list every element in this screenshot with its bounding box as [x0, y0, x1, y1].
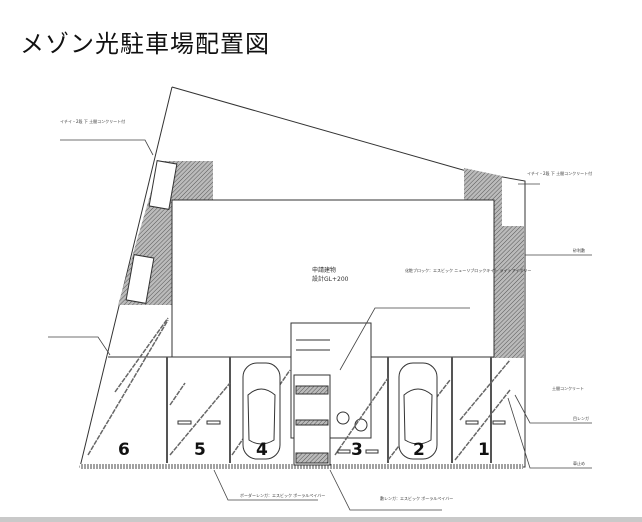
left-planter-2 [125, 254, 155, 304]
annotation-stopper: 車止め [573, 460, 585, 466]
page-title: メゾン光駐車場配置図 [20, 30, 270, 58]
annotation-top-left: イチイ・2段 下 土間コンクリート付 [60, 118, 125, 124]
annotation-gravel: 砂利敷 [573, 247, 585, 253]
annotation-top-right: イチイ・2段 下 土間コンクリート付 [527, 170, 592, 176]
bottom-divider [0, 517, 642, 522]
annotation-border-left: ボーダーレンガ：エスビック ポーラルペイバー [240, 492, 325, 498]
space-number-4: 4 [256, 440, 268, 460]
annotation-brick: 目レンガ [573, 415, 589, 421]
annotation-concrete: 土間コンクリート [552, 385, 584, 391]
annotation-border-right: 敷レンガ：エスビック ポーラルペイバー [380, 495, 453, 501]
space-number-3: 3 [351, 440, 363, 460]
space-number-5: 5 [194, 440, 206, 460]
wheel-stops [177, 420, 506, 454]
space-number-6: 6 [118, 440, 130, 460]
space-number-1: 1 [478, 440, 490, 460]
building-label: 申請建物 [312, 266, 336, 274]
annotation-materials: 化粧ブロック：エスビック ニューリブロックキイト ライトアイボリー [405, 267, 531, 273]
left-planter [148, 160, 178, 210]
building-gl: 設計GL+200 [312, 275, 349, 283]
space-number-2: 2 [413, 440, 425, 460]
car-icon-space-4 [242, 362, 281, 460]
car-icon-space-2 [398, 362, 438, 460]
bottom-curb [80, 464, 523, 469]
lot-boundary [79, 86, 526, 468]
space-dividers [166, 357, 492, 463]
